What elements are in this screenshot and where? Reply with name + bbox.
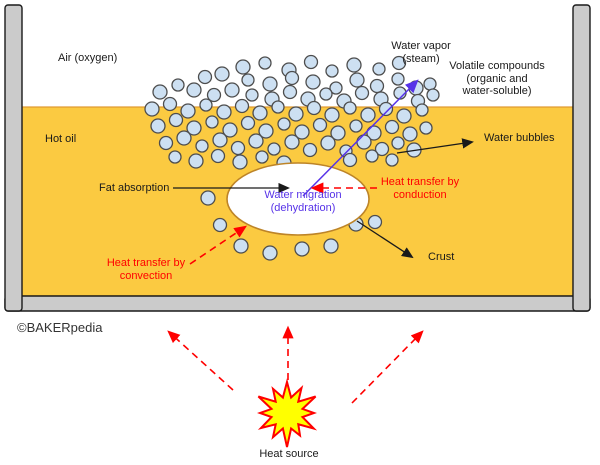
fryer-bottom [4,295,591,312]
heat-arrow-right [351,330,424,404]
volatile-compounds-label: Volatile compounds (organic and water-so… [449,60,545,97]
water-bubbles-label: Water bubbles [484,132,555,144]
water-vapor-arrow [302,79,419,197]
heat-source-star [257,378,318,448]
fat-absorption-label: Fat absorption [99,182,170,194]
crust-arrow [356,220,414,259]
copyright-text: ©BAKERpedia [17,320,103,335]
heat-source-label: Heat source [259,448,319,460]
water-bubbles-arrow [396,138,474,154]
water-migration-label: Water migration (dehydration) [264,189,342,214]
hot-oil-label: Hot oil [45,133,77,145]
fryer-right-wall [572,4,591,312]
crust-label: Crust [428,251,455,263]
fryer-left-wall [4,4,23,312]
heat-arrow-left [167,330,234,391]
convection-label: Heat transfer by convection [106,257,186,282]
air-label: Air (oxygen) [58,52,118,64]
conduction-label: Heat transfer by conduction [380,176,460,201]
water-bubbles-cloud [144,54,440,261]
food-piece-ellipse [226,162,370,236]
water-vapor-label: Water vapor (steam) [391,40,451,65]
